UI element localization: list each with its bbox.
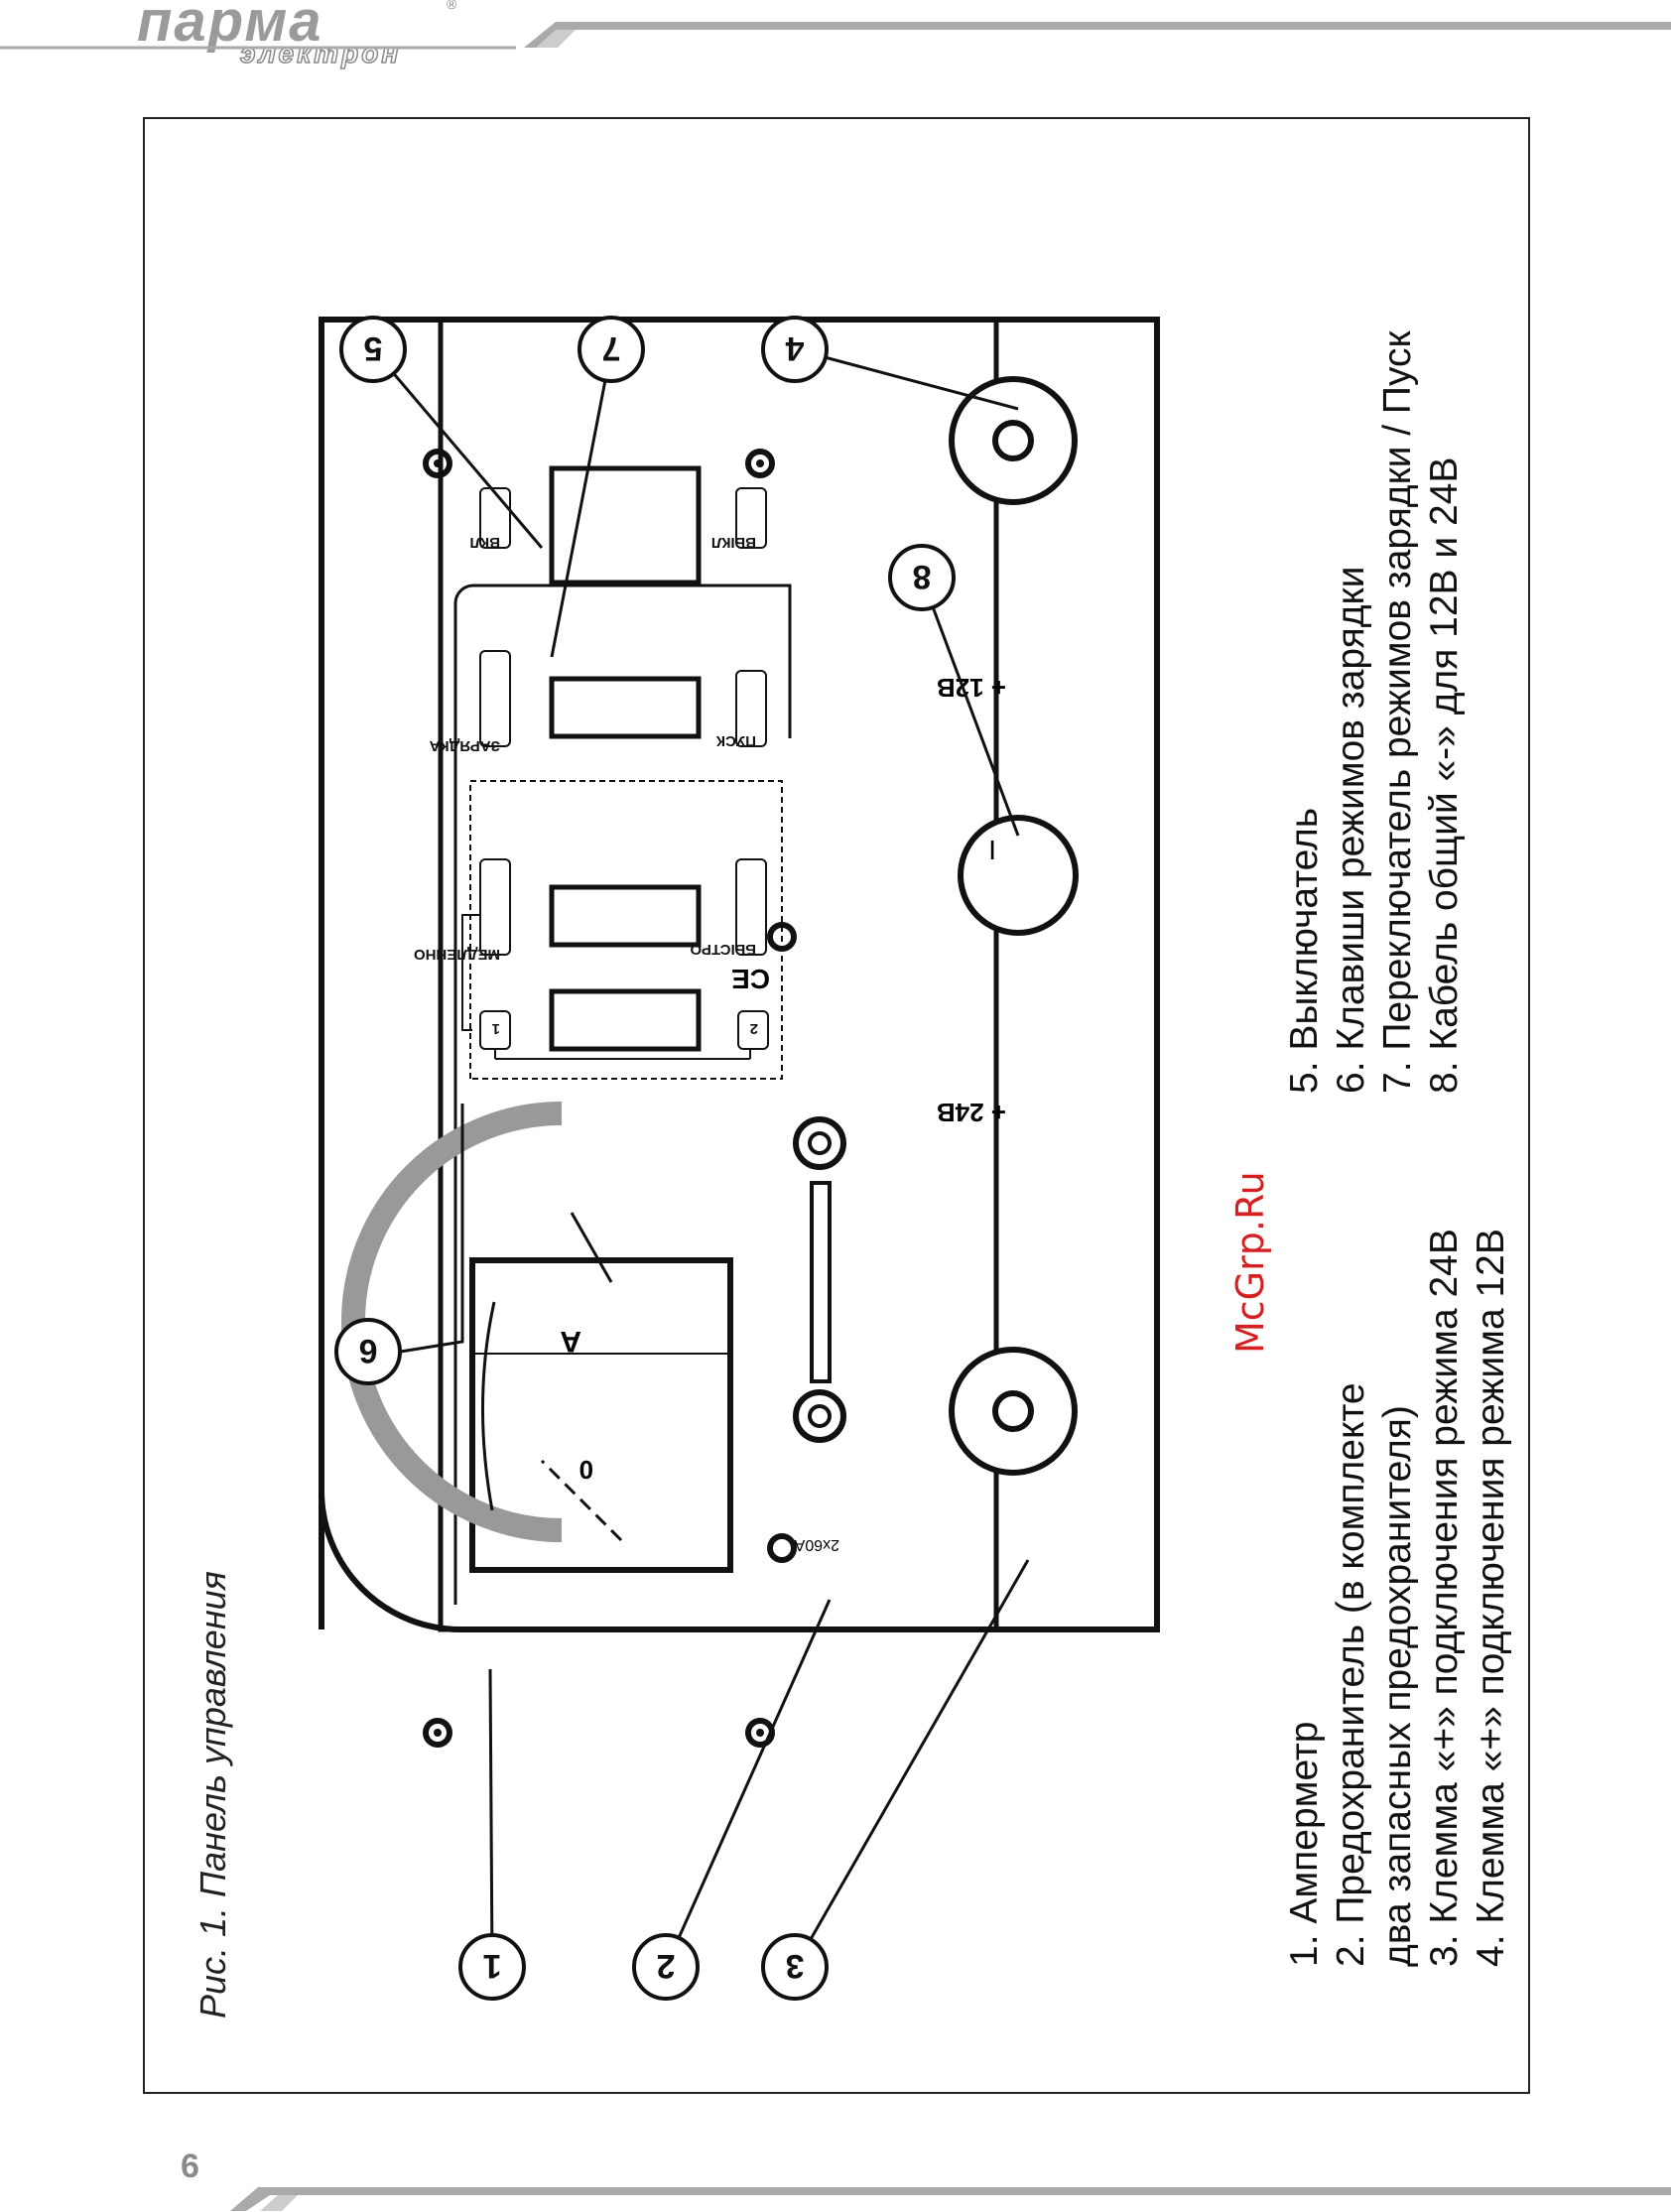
callout-8: 8 — [888, 544, 956, 611]
svg-text:4: 4 — [785, 329, 804, 367]
legend-item: 7. Переключатель режимов зарядки / Пуск — [1376, 330, 1419, 1094]
callout-2: 2 — [632, 1933, 700, 2001]
svg-text:6: 6 — [359, 1332, 378, 1369]
footer-rule — [230, 2187, 1671, 2211]
legend-item: два запасных предохранителя) — [1376, 1405, 1419, 1967]
switch-off-label: ВЫКЛ — [711, 534, 756, 551]
svg-text:7: 7 — [602, 329, 621, 367]
mode-2-label: 2 — [750, 1020, 758, 1037]
switch-on-label: ВКЛ — [469, 534, 500, 551]
figure-rotated-content: Рис. 1. Панель управления — [145, 119, 1532, 2096]
callout-1: 1 — [458, 1933, 526, 2001]
common-terminal-mark: I — [988, 835, 996, 865]
fast-label: БЫСТРО — [690, 941, 756, 958]
legend-right: 5. Выключатель 6. Клавиши режимов зарядк… — [1281, 330, 1468, 1094]
page-number: 6 — [181, 2147, 199, 2185]
legend-item: 6. Клавиши режимов зарядки — [1330, 566, 1372, 1094]
charge-label: ЗАРЯДКА — [430, 737, 500, 754]
watermark: McGrp.Ru — [1228, 1171, 1272, 1354]
ammeter-zero-label: 0 — [579, 1455, 593, 1485]
leader-lines — [371, 347, 1030, 1968]
mode-keys-group — [469, 780, 783, 1080]
key-1-2 — [549, 988, 702, 1052]
legend-item: 4. Клемма «+» подключения режима 12В — [1470, 1229, 1512, 1967]
slow-label: МЕДЛЕННО — [414, 946, 500, 963]
brand-name: парма — [137, 0, 323, 54]
legend-item: 3. Клемма «+» подключения режима 24В — [1423, 1229, 1466, 1967]
power-switch — [549, 465, 702, 586]
ammeter: 0 А — [341, 1102, 733, 1573]
registered-mark: ® — [447, 0, 457, 12]
brand-subname: электрон — [239, 37, 402, 69]
brand-logo: парма электрон ® — [137, 0, 464, 79]
legend-item: 2. Предохранитель (в комплекте — [1330, 1382, 1372, 1967]
legend-item: 8. Кабель общий «-» для 12В и 24В — [1423, 456, 1466, 1094]
svg-text:1: 1 — [483, 1947, 502, 1985]
terminal-24v-label: + 24В — [937, 1098, 1006, 1127]
face-plate — [438, 317, 999, 1632]
ammeter-unit-label: А — [560, 1325, 581, 1358]
svg-text:8: 8 — [913, 558, 932, 595]
legend-item: 1. Амперметр — [1283, 1721, 1326, 1967]
ce-mark: CE — [731, 964, 770, 994]
callout-7: 7 — [578, 316, 645, 383]
terminal-common: I — [958, 815, 1079, 936]
fuse-holder: 2x60A — [767, 922, 846, 1563]
legend-item: 5. Выключатель — [1283, 807, 1326, 1094]
callout-3: 3 — [761, 1933, 829, 2001]
terminal-12v: + 12В — [937, 376, 1078, 703]
key-charge-start — [549, 676, 702, 739]
start-label: ПУСК — [715, 732, 756, 749]
callout-5: 5 — [339, 316, 407, 383]
control-panel-diagram: 0 А 2x60A + 24В — [319, 316, 1160, 2001]
terminal-12v-label: + 12В — [937, 673, 1006, 703]
legend-left: 1. Амперметр 2. Предохранитель (в компле… — [1281, 1229, 1514, 1967]
fuse-rating-label: 2x60A — [794, 1536, 839, 1553]
header-rule — [0, 22, 1671, 50]
svg-text:2: 2 — [657, 1947, 676, 1985]
callout-6: 6 — [334, 1318, 402, 1385]
key-slow-fast — [549, 884, 702, 948]
terminal-24v: + 24В — [937, 1098, 1078, 1476]
figure-frame: Рис. 1. Панель управления — [143, 117, 1530, 2094]
mode-1-label: 1 — [492, 1020, 500, 1037]
svg-text:3: 3 — [786, 1947, 805, 1985]
callout-4: 4 — [761, 316, 829, 383]
svg-text:5: 5 — [364, 329, 383, 367]
inner-border — [453, 584, 792, 1605]
